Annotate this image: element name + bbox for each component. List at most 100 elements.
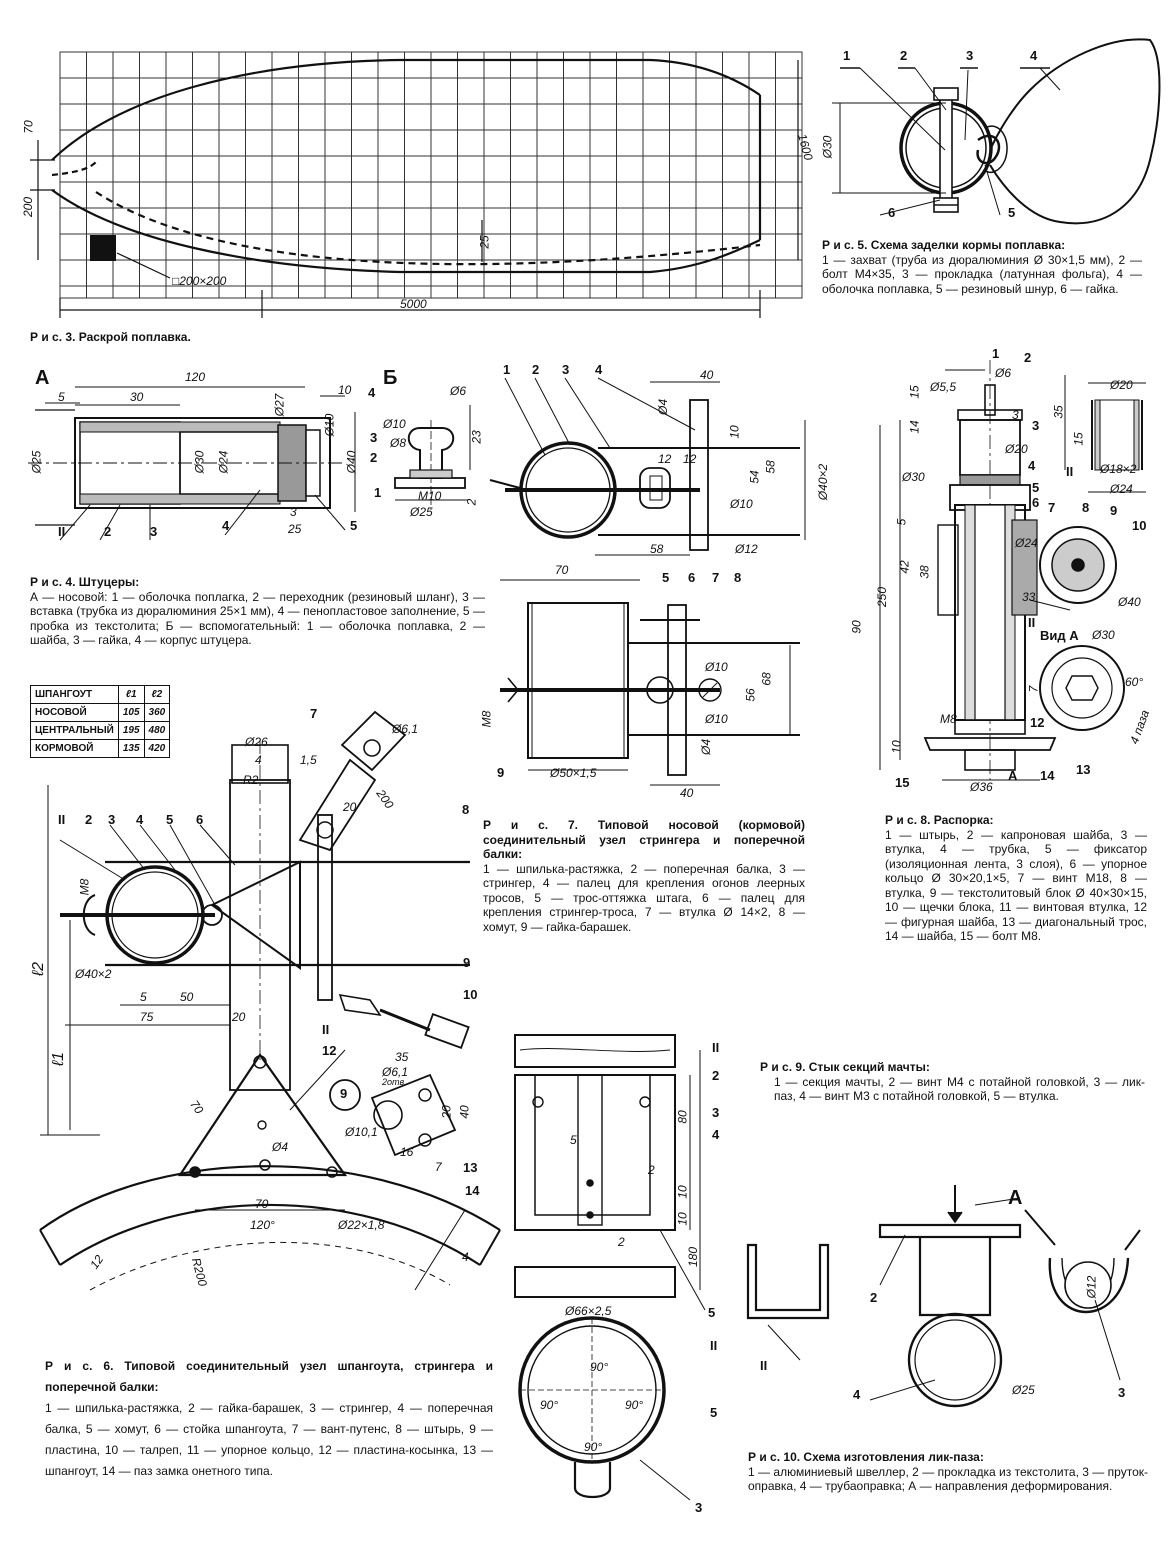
fig8-dim-24b: Ø24 bbox=[1110, 482, 1133, 496]
fig10-callout-4: 4 bbox=[853, 1387, 861, 1402]
fig4-dim-10b: Ø10 bbox=[322, 413, 337, 437]
fig9-circle-callout-1: II bbox=[710, 1338, 718, 1353]
fig6-dim-r2: R2 bbox=[243, 773, 259, 787]
fig5-caption: Р и с. 5. Схема заделки кормы поплавка: … bbox=[822, 238, 1142, 296]
fig6-callout-6: 6 bbox=[196, 812, 204, 827]
fig8-callout-5: 5 bbox=[1032, 480, 1040, 495]
fig6-dim-22: Ø22×1,8 bbox=[338, 1218, 385, 1232]
fig4-dim-120: 120 bbox=[185, 370, 206, 384]
fig6-dim-20b: 20 bbox=[232, 1010, 246, 1024]
fig6-callout-11: II bbox=[322, 1022, 330, 1037]
fig9-circle-callout-3: 3 bbox=[695, 1500, 703, 1515]
fig6-callout-14: 14 bbox=[465, 1183, 480, 1198]
fig10-caption-body: 1 — алюминиевый швеллер, 2 — прокладка и… bbox=[748, 1464, 1148, 1494]
fig9-caption-title: Р и с. 9. Стык секций мачты: bbox=[760, 1060, 930, 1074]
fig7-dim-40x2: Ø40×2 bbox=[816, 463, 831, 501]
fig8-callout-14: 14 bbox=[1040, 768, 1055, 783]
table-cell: КОРМОВОЙ bbox=[30, 739, 119, 758]
fig7-dim-54: 54 bbox=[747, 470, 762, 484]
table-cell: 480 bbox=[143, 721, 171, 740]
fig4-dim-24: Ø24 bbox=[216, 450, 231, 474]
fig4-dim-3: 3 bbox=[290, 505, 297, 519]
fig8-callout-12: 12 bbox=[1030, 715, 1045, 730]
fig9-angle-right: 90° bbox=[625, 1398, 644, 1412]
fig4-caption-title: Р и с. 4. Штуцеры: bbox=[30, 575, 140, 589]
fig7-callout-1: 1 bbox=[503, 362, 511, 377]
fig9-angle-bottom: 90° bbox=[584, 1440, 603, 1454]
fig7-dim-58b: 58 bbox=[650, 542, 664, 556]
fig6-callout-8: 8 bbox=[462, 802, 470, 817]
fig4-dim-30b: Ø30 bbox=[192, 450, 207, 474]
fig6-dim-15: 1,5 bbox=[300, 753, 317, 767]
fig8-drawing bbox=[879, 360, 1146, 781]
fig8-callout-2: 2 bbox=[1024, 350, 1032, 365]
fig10-label-a: А bbox=[1008, 1187, 1023, 1209]
fig8-dim-30: Ø30 bbox=[902, 470, 925, 484]
fig7-dim-m8: M8 bbox=[479, 710, 494, 728]
fig6-dim-40x2: Ø40×2 bbox=[75, 967, 112, 981]
fig8-dim-35: 35 bbox=[1051, 405, 1066, 419]
fig8-dim-55: Ø5,5 bbox=[930, 380, 957, 394]
fig6-caption-title: Р и с. 6. Типовой соединительный узел шп… bbox=[45, 1359, 493, 1394]
fig9-callout-1: II bbox=[712, 1040, 720, 1055]
fig6-caption: Р и с. 6. Типовой соединительный узел шп… bbox=[45, 1356, 493, 1482]
fig8-dim-42: 42 bbox=[897, 560, 912, 574]
fig7-callout-4: 4 bbox=[595, 362, 603, 377]
fig8-dim-7: 7 bbox=[1026, 685, 1041, 693]
fig8-callout-7: 7 bbox=[1048, 500, 1056, 515]
fig9-callout-5: 5 bbox=[708, 1305, 716, 1320]
fig6-callout-3: 3 bbox=[108, 812, 116, 827]
fig6-dim-70b: 70 bbox=[255, 1197, 269, 1211]
fig5-drawing bbox=[832, 38, 1161, 225]
fig8-dim-15: 15 bbox=[907, 385, 922, 399]
fig7-callout-9: 9 bbox=[497, 765, 505, 780]
fig4b-callout-1: 1 bbox=[374, 485, 382, 500]
fig7-dim-68: 68 bbox=[759, 672, 774, 686]
fig4-caption-body: А — носовой: 1 — оболочка поплагка, 2 — … bbox=[30, 589, 485, 648]
fig7-dim-4: Ø4 bbox=[656, 398, 671, 416]
fig4-dim-25: Ø25 bbox=[29, 450, 44, 474]
fig7-dim-12b: 12 bbox=[683, 452, 697, 466]
fig10-dim-25: Ø25 bbox=[1012, 1383, 1035, 1397]
fig8-dim-3: 3 bbox=[1012, 408, 1019, 422]
fig4-dim-25b: 25 bbox=[288, 522, 302, 536]
fig9-dim-5: 5 bbox=[570, 1133, 577, 1147]
fig6-frame-table: ШПАНГОУТ ℓ1 ℓ2 НОСОВОЙ 105 360 ЦЕНТРАЛЬН… bbox=[30, 685, 171, 758]
fig9-callout-2: 2 bbox=[712, 1068, 720, 1083]
fig6-plate-number: 9 bbox=[340, 1086, 348, 1101]
fig7-callout-5: 5 bbox=[662, 570, 670, 585]
fig8-dim-33: 33 bbox=[1022, 590, 1036, 604]
fig6-dim-5: 5 bbox=[140, 990, 147, 1004]
table-header-row: ШПАНГОУТ ℓ1 ℓ2 bbox=[30, 685, 171, 704]
fig3-dim-70: 70 bbox=[21, 120, 36, 134]
fig4b-callout-2: 2 bbox=[370, 450, 378, 465]
fig9-circle-callout-5: 5 bbox=[710, 1405, 718, 1420]
fig8-dim-60: 60° bbox=[1125, 675, 1144, 689]
fig3-black-square bbox=[90, 235, 116, 261]
table-row: НОСОВОЙ 105 360 bbox=[30, 703, 171, 722]
fig9-dim-2b: 2 bbox=[618, 1235, 625, 1249]
fig6-callout-13: 13 bbox=[463, 1160, 478, 1175]
table-cell: 360 bbox=[143, 703, 171, 722]
fig4-dim-10: 10 bbox=[338, 383, 352, 397]
fig6-callout-7: 7 bbox=[310, 706, 318, 721]
fig7-dim-10c: Ø10 bbox=[705, 660, 728, 674]
fig7-dim-70: 70 bbox=[555, 563, 569, 577]
fig6-dim-75: 75 bbox=[140, 1010, 154, 1024]
fig7-dim-56: 56 bbox=[743, 688, 758, 702]
fig4b-dim-2: 2 bbox=[464, 498, 479, 506]
fig4a-callout-4: 4 bbox=[222, 518, 230, 533]
fig6-dim-m8: M8 bbox=[77, 878, 92, 896]
fig8-dim-18x2: Ø18×2 bbox=[1100, 462, 1137, 476]
fig5-callout-2: 2 bbox=[900, 48, 908, 63]
fig7-callout-6: 6 bbox=[688, 570, 696, 585]
fig4-label-a: А bbox=[35, 367, 50, 389]
fig6-dim-101: Ø10,1 bbox=[345, 1125, 378, 1139]
fig5-callout-5: 5 bbox=[1008, 205, 1016, 220]
fig7-dim-10b: Ø10 bbox=[730, 497, 753, 511]
fig6-callout-9: 9 bbox=[463, 955, 471, 970]
fig10-caption-title: Р и с. 10. Схема изготовления лик-паза: bbox=[748, 1450, 984, 1464]
table-header-cell: ШПАНГОУТ bbox=[30, 685, 119, 704]
fig9-angle-top: 90° bbox=[590, 1360, 609, 1374]
